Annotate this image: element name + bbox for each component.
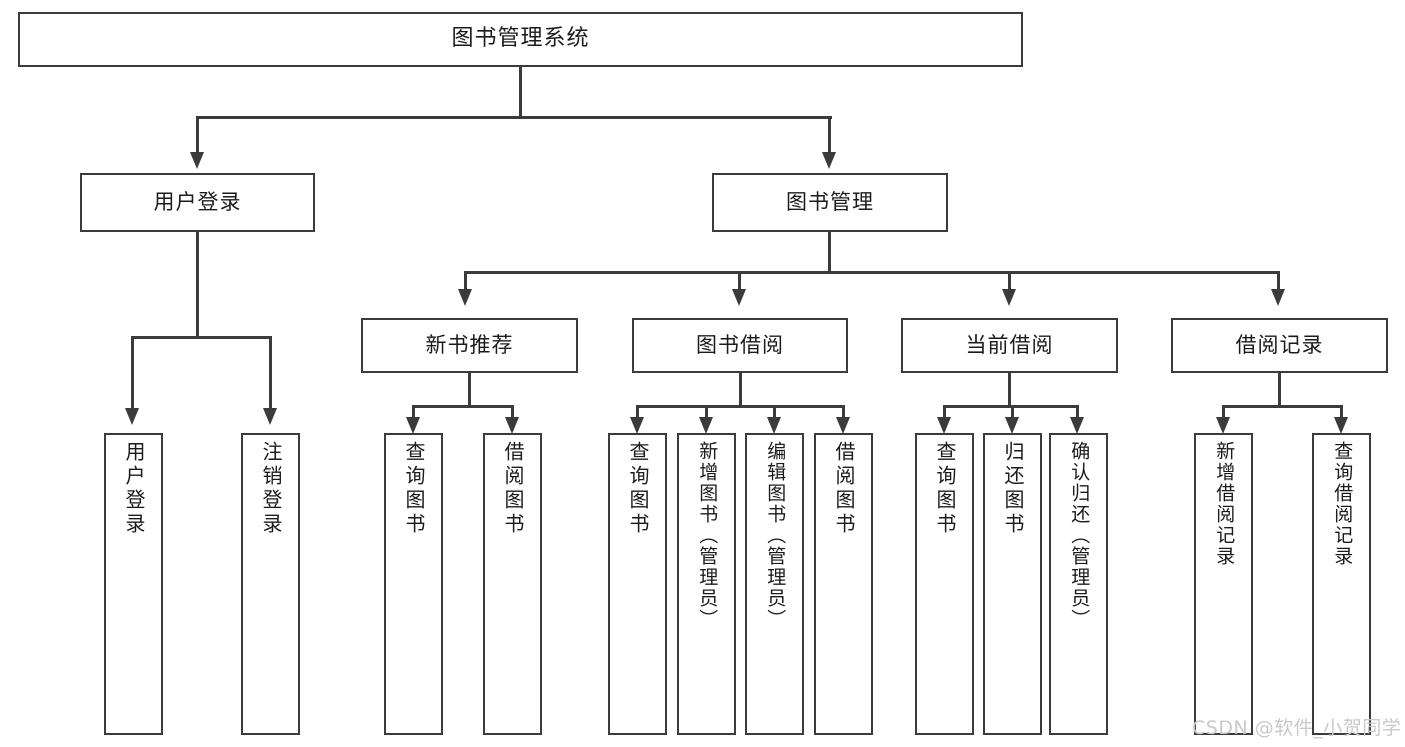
edge-book-manage-drop-3 [1008, 271, 1011, 293]
leaf-return-book[interactable]: 归还图书 [983, 433, 1042, 735]
node-label: 查询图书 [402, 441, 426, 537]
edge-user-login-drop-1 [131, 336, 134, 412]
edge-br-bus [1223, 405, 1342, 408]
edge-bb-drop-1 [636, 405, 639, 421]
node-label: 新书推荐 [425, 332, 514, 357]
node-label: 借阅记录 [1235, 332, 1324, 357]
csdn-watermark: CSDN @软件_小贺同学 [1192, 717, 1402, 739]
edge-cb-drop-1 [943, 405, 946, 421]
edge-bb-drop-2 [705, 405, 708, 421]
arrow-nbr-child-1 [406, 417, 420, 434]
node-label: 图书管理 [786, 189, 874, 214]
edge-to-user-login [196, 116, 199, 156]
edge-bb-drop-3 [773, 405, 776, 421]
node-label: 查询图书 [933, 441, 957, 537]
node-label: 用户登录 [153, 189, 242, 214]
edge-br-drop-2 [1340, 405, 1343, 421]
leaf-add-record[interactable]: 新增借阅记录 [1194, 433, 1253, 735]
arrow-cb-child-1 [937, 417, 951, 434]
edge-bb-bus [637, 405, 844, 408]
edge-to-book-manage [828, 116, 831, 156]
edge-user-login-drop-2 [269, 336, 272, 412]
node-user-login[interactable]: 用户登录 [80, 173, 315, 232]
leaf-edit-book[interactable]: 编辑图书（管理员） [745, 433, 804, 735]
arrow-book-manage-child-3 [1002, 289, 1016, 306]
edge-level2-bus [197, 116, 832, 119]
node-label: 查询图书 [626, 441, 650, 537]
node-borrow-record[interactable]: 借阅记录 [1171, 318, 1388, 373]
node-new-book-recommend[interactable]: 新书推荐 [361, 318, 578, 373]
edge-cb-drop-3 [1076, 405, 1079, 421]
leaf-add-book[interactable]: 新增图书（管理员） [677, 433, 736, 735]
leaf-borrow-book-2[interactable]: 借阅图书 [814, 433, 873, 735]
node-book-borrow[interactable]: 图书借阅 [632, 318, 848, 373]
arrow-bb-child-3 [767, 417, 781, 434]
edge-book-manage-drop-2 [738, 271, 741, 293]
edge-br-stem [1278, 373, 1281, 407]
node-root-图书管理系统[interactable]: 图书管理系统 [18, 12, 1023, 67]
edge-cb-stem [1008, 373, 1011, 407]
leaf-query-record[interactable]: 查询借阅记录 [1312, 433, 1371, 735]
leaf-query-book-3[interactable]: 查询图书 [915, 433, 974, 735]
edge-user-login-bus [132, 336, 272, 339]
node-label: 确认归还（管理员） [1068, 441, 1091, 630]
node-label: 注销登录 [259, 441, 283, 537]
arrow-book-manage-child-2 [732, 289, 746, 306]
edge-bb-drop-4 [842, 405, 845, 421]
edge-user-login-stem [196, 232, 199, 338]
arrow-cb-child-3 [1070, 417, 1084, 434]
leaf-user-login[interactable]: 用户登录 [104, 433, 163, 735]
edge-book-manage-drop-1 [464, 271, 467, 293]
arrow-bb-child-4 [836, 417, 850, 434]
leaf-query-book-1[interactable]: 查询图书 [384, 433, 443, 735]
node-book-manage[interactable]: 图书管理 [712, 173, 948, 232]
node-label: 借阅图书 [501, 441, 525, 537]
arrow-to-user-login [190, 152, 204, 169]
node-label: 图书管理系统 [451, 26, 590, 52]
edge-root-stem [519, 67, 522, 118]
node-label: 借阅图书 [832, 441, 856, 537]
edge-nbr-drop-2 [511, 405, 514, 421]
arrow-user-login-child-1 [125, 408, 139, 425]
edge-cb-drop-2 [1011, 405, 1014, 421]
node-label: 编辑图书（管理员） [764, 441, 787, 630]
edge-br-drop-1 [1222, 405, 1225, 421]
arrow-br-child-1 [1216, 417, 1230, 434]
arrow-nbr-child-2 [505, 417, 519, 434]
arrow-cb-child-2 [1005, 417, 1019, 434]
leaf-borrow-book-1[interactable]: 借阅图书 [483, 433, 542, 735]
arrow-to-book-manage [822, 152, 836, 169]
arrow-bb-child-1 [630, 417, 644, 434]
arrow-book-manage-child-4 [1271, 289, 1285, 306]
edge-nbr-stem [468, 373, 471, 407]
leaf-user-logout[interactable]: 注销登录 [241, 433, 300, 735]
node-label: 归还图书 [1001, 441, 1025, 537]
edge-bb-stem [739, 373, 742, 407]
node-label: 当前借阅 [965, 332, 1054, 357]
leaf-confirm-return[interactable]: 确认归还（管理员） [1049, 433, 1108, 735]
edge-book-manage-stem [828, 232, 831, 273]
arrow-bb-child-2 [699, 417, 713, 434]
node-current-borrow[interactable]: 当前借阅 [901, 318, 1118, 373]
node-label: 图书借阅 [696, 332, 784, 357]
node-label: 用户登录 [122, 441, 146, 537]
arrow-br-child-2 [1334, 417, 1348, 434]
edge-nbr-drop-1 [412, 405, 415, 421]
node-label: 新增借阅记录 [1213, 441, 1236, 567]
edge-book-manage-drop-4 [1277, 271, 1280, 293]
arrow-book-manage-child-1 [458, 289, 472, 306]
edge-nbr-bus [413, 405, 513, 408]
node-label: 查询借阅记录 [1331, 441, 1354, 567]
node-label: 新增图书（管理员） [696, 441, 719, 630]
edge-book-manage-bus [465, 271, 1280, 274]
leaf-query-book-2[interactable]: 查询图书 [608, 433, 667, 735]
arrow-user-login-child-2 [263, 408, 277, 425]
